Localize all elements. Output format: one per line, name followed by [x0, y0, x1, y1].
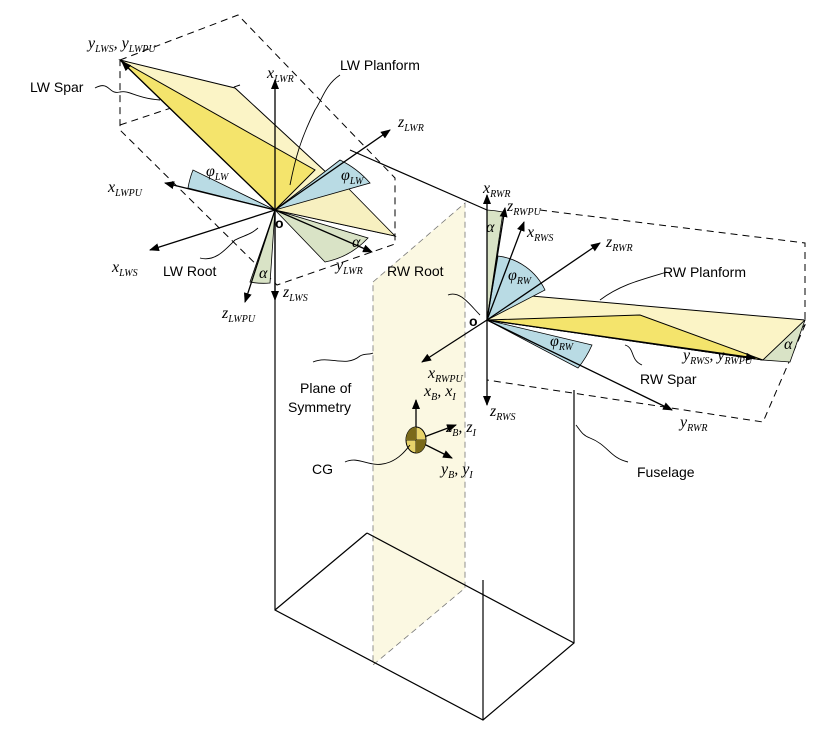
x-rwpu-label: xRWPU: [427, 365, 463, 385]
x-lws-axis: [149, 209, 276, 252]
y-rwr-label: yRWR: [678, 414, 707, 434]
rw-planform-label: RW Planform: [663, 264, 746, 280]
zb-zi-label: zB, zI: [445, 419, 477, 439]
cg-label: CG: [312, 461, 333, 477]
lw-phi-wedge-2: [274, 159, 371, 211]
y-rws-y-rwpu-label: yRWS, yRWPU: [681, 347, 753, 367]
rw-phi-wedge-1: [486, 255, 546, 321]
origin-right-label: o: [469, 313, 478, 329]
y-lwr-axis: [274, 209, 373, 253]
lw-root-label: LW Root: [163, 263, 217, 279]
y-lws-axis: [121, 61, 276, 211]
z-lws-label: zLWS: [282, 284, 308, 304]
z-rwpu-label: zRWPU: [506, 198, 542, 218]
plane-of-symmetry-label-1: Plane of: [300, 380, 351, 396]
x-lwpu-label: xLWPU: [107, 179, 143, 199]
plane-of-symmetry-label-2: Symmetry: [288, 399, 351, 415]
fuselage-box: [274, 149, 575, 721]
yb-yi-label: yB, yI: [439, 461, 473, 481]
z-lwr-axis: [274, 129, 391, 211]
lw-spar-label: LW Spar: [30, 79, 84, 95]
x-rwr-label: xRWR: [482, 180, 510, 200]
x-lws-label: xLWS: [111, 259, 138, 279]
lw-planform-label: LW Planform: [340, 57, 420, 73]
xb-xi-label: xB, xI: [423, 383, 456, 403]
lw-alpha-wedge-1: [273, 209, 369, 263]
fuselage-label: Fuselage: [637, 464, 695, 480]
rw-spar-label: RW Spar: [640, 371, 697, 387]
x-lwr-label: xLWR: [266, 65, 294, 85]
z-rws-label: zRWS: [489, 403, 516, 423]
x-rws-axis: [486, 221, 525, 321]
alpha-label-3: α: [486, 219, 495, 236]
phi-rw-label-1: φRW: [508, 267, 533, 287]
z-rwr-label: zRWR: [605, 234, 633, 254]
rw-tip-face: [762, 319, 806, 363]
cg-symbol: [405, 426, 427, 454]
y-lwr-label: yLWR: [334, 257, 363, 277]
alpha-label-2: α: [259, 265, 268, 282]
z-lwpu-axis: [243, 209, 276, 303]
z-rwpu-axis: [486, 207, 508, 321]
y-rws-axis: [486, 319, 756, 361]
y-lws-y-lwpu-label: yLWS, yLWPU: [86, 35, 156, 55]
z-rwr-axis: [486, 242, 601, 321]
leader-lines: [94, 74, 668, 465]
rw-phi-wedge-2: [486, 319, 593, 369]
x-rwpu-axis: [421, 319, 488, 363]
rw-root-label: RW Root: [387, 263, 444, 279]
alpha-label-4: α: [784, 336, 793, 353]
x-lwpu-axis: [164, 181, 276, 211]
origin-left-label: o: [275, 215, 284, 231]
z-lwr-label: zLWR: [397, 114, 424, 134]
x-rws-label: xRWS: [526, 224, 553, 244]
phi-rw-label-2: φRW: [550, 333, 575, 353]
y-rwr-axis: [486, 319, 673, 411]
z-lwpu-label: zLWPU: [221, 305, 256, 325]
alpha-label-1: α: [352, 234, 361, 251]
phi-lw-label-1: φLW: [206, 163, 230, 183]
phi-lw-label-2: φLW: [341, 167, 365, 187]
